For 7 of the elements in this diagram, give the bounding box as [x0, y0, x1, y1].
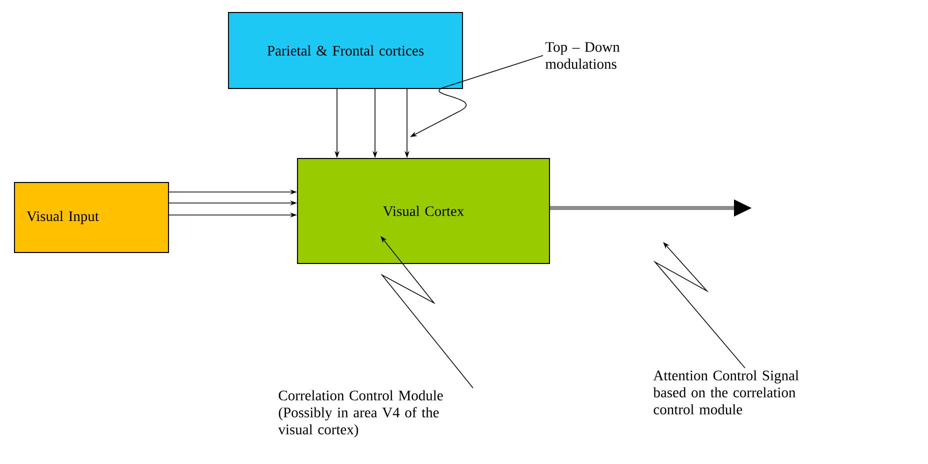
process-box: Visual Input [14, 182, 169, 253]
annotation-text: Attention Control Signal based on the correlation control module [653, 370, 799, 414]
process-box: Parietal & Frontal cortices [228, 12, 463, 89]
leader-line [653, 242, 746, 368]
annotation-text: Correlation Control Module (Possibly in area V4 of the visual cortex) [278, 390, 443, 438]
annotation-text: Top – Down modulations [545, 42, 620, 69]
process-box: Visual Cortex [297, 158, 550, 264]
